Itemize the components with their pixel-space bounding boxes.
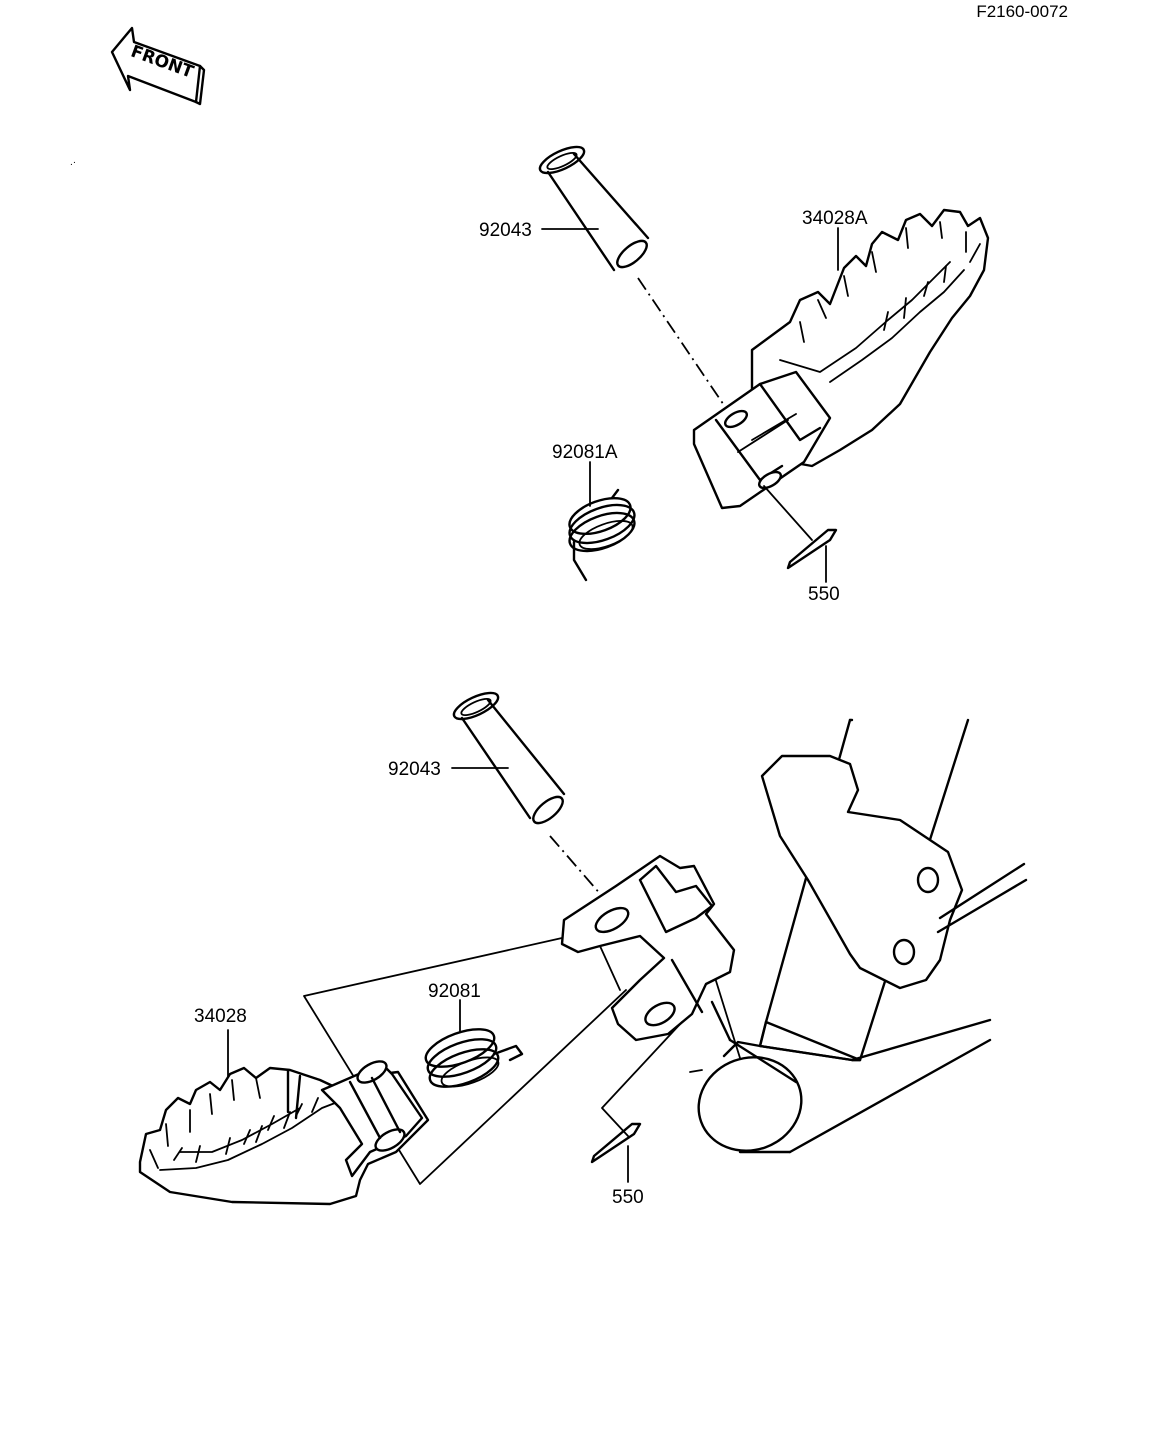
lower-pin-92043	[452, 691, 566, 825]
ref-code: F2160-0072	[976, 2, 1068, 21]
upper-spring-label: 92081A	[552, 442, 618, 463]
lower-cotter-pin-550	[590, 1021, 683, 1164]
alignment-lines	[303, 937, 627, 1185]
upper-cotter-pin-550	[763, 485, 838, 570]
lower-spring-label: 92081	[428, 981, 481, 1002]
front-arrow-icon: FRONT	[110, 26, 206, 106]
lower-footpeg-34028	[138, 1060, 430, 1206]
upper-pin-92043	[538, 145, 650, 272]
frame-bracket	[689, 718, 1028, 1154]
lower-hinge-bracket	[560, 854, 736, 1042]
upper-spring-92081A	[568, 488, 636, 582]
upper-footpeg-label: 34028A	[802, 208, 868, 229]
lower-cotter-label: 550	[612, 1187, 644, 1208]
upper-pin-label: 92043	[479, 220, 532, 241]
svg-text:.·: .·	[70, 157, 76, 168]
upper-cotter-label: 550	[808, 584, 840, 605]
lower-footpeg-label: 34028	[194, 1006, 247, 1027]
upper-footpeg-34028A	[692, 208, 990, 510]
lower-spring-92081	[424, 1028, 524, 1088]
lower-pin-label: 92043	[388, 759, 441, 780]
